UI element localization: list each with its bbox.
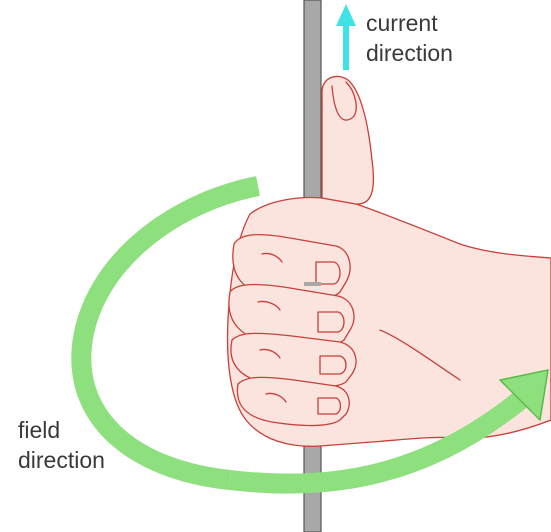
up-arrow-icon	[336, 4, 356, 70]
current-direction-label: current direction	[366, 8, 453, 68]
hand	[228, 76, 551, 446]
field-direction-label-line1: field	[18, 415, 105, 445]
thumb	[322, 76, 373, 204]
current-direction-label-line1: current	[366, 8, 453, 38]
current-direction-label-line2: direction	[366, 38, 453, 68]
wire-between-fingers	[304, 282, 321, 286]
field-direction-label: field direction	[18, 415, 105, 475]
field-direction-label-line2: direction	[18, 445, 105, 475]
